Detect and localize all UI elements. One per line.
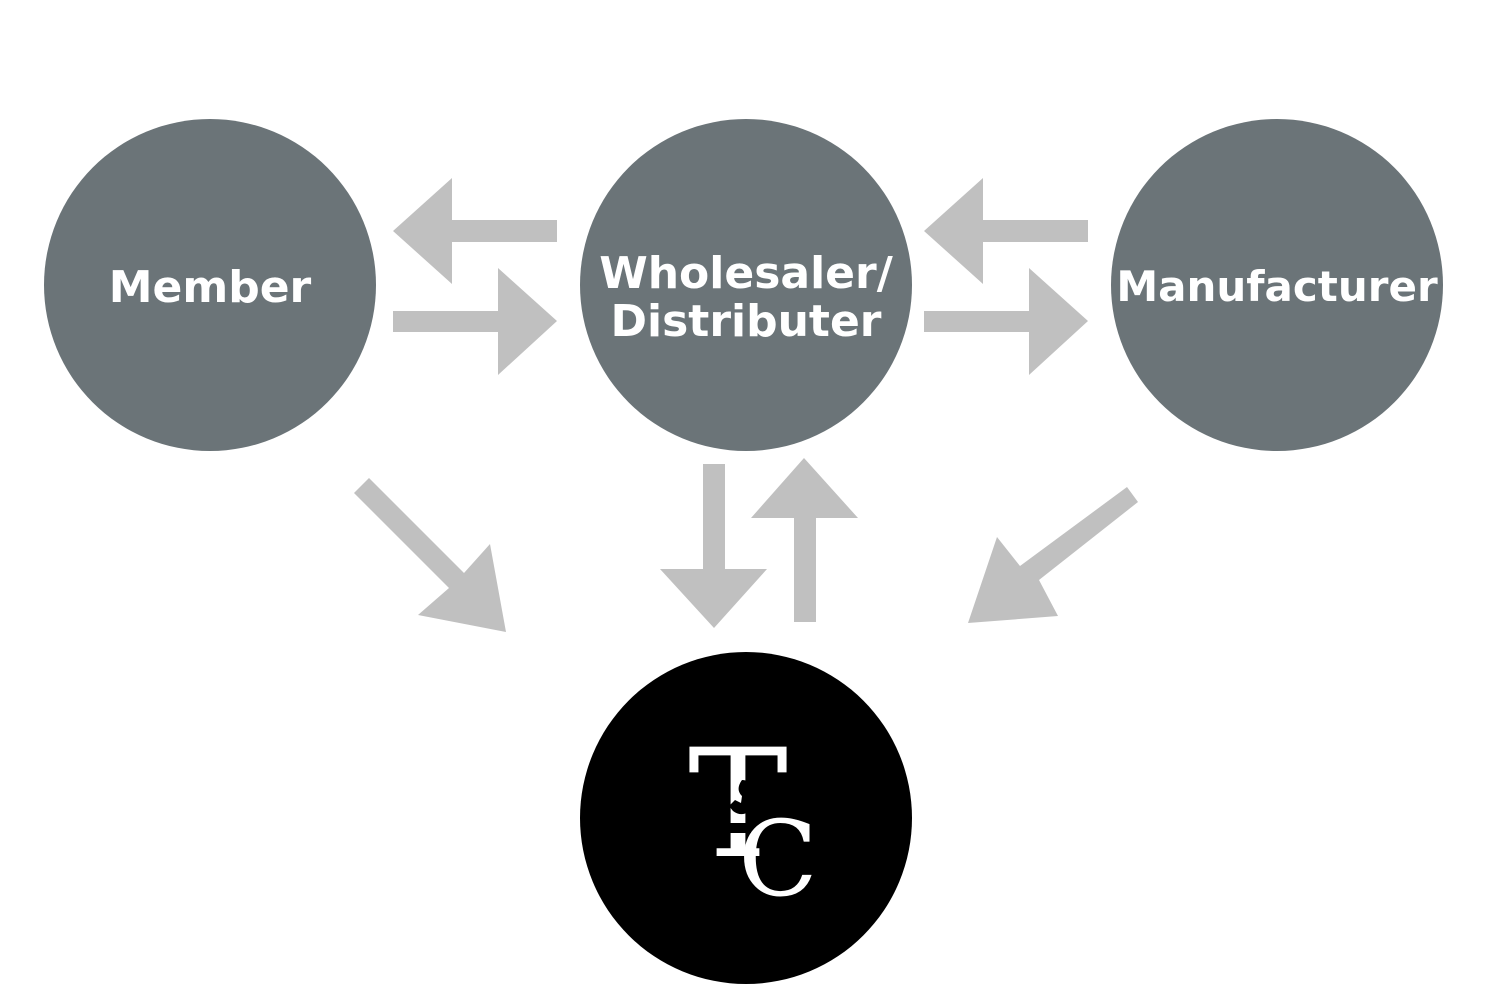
logo-circle bbox=[580, 652, 912, 984]
manufacturer-node: Manufacturer bbox=[1111, 119, 1443, 451]
member-node: Member bbox=[44, 119, 376, 451]
wholesaler-circle bbox=[580, 119, 912, 451]
member-label: Member bbox=[109, 262, 312, 313]
knight-icon bbox=[727, 780, 760, 833]
arrow-wholesaler-to-manufacturer bbox=[924, 268, 1088, 375]
manufacturer-circle bbox=[1111, 119, 1443, 451]
arrow-wholesaler-to-logo bbox=[660, 464, 767, 628]
wholesaler-label-line1: Wholesaler/ bbox=[599, 248, 894, 299]
arrow-manufacturer-to-wholesaler bbox=[924, 178, 1088, 284]
arrow-wholesaler-to-member bbox=[393, 178, 557, 284]
manufacturer-label: Manufacturer bbox=[1116, 262, 1438, 311]
arrows bbox=[354, 178, 1138, 632]
member-circle bbox=[44, 119, 376, 451]
arrow-member-to-wholesaler bbox=[393, 268, 557, 375]
wholesaler-label-line2: Distributer bbox=[610, 296, 881, 347]
logo-node: T C bbox=[580, 652, 912, 984]
tc-logo: T C bbox=[688, 718, 818, 920]
arrow-manufacturer-to-logo bbox=[968, 487, 1138, 623]
wholesaler-node: Wholesaler/ Distributer bbox=[580, 119, 912, 451]
arrow-logo-to-wholesaler bbox=[751, 458, 858, 622]
arrow-member-to-logo bbox=[354, 478, 506, 632]
